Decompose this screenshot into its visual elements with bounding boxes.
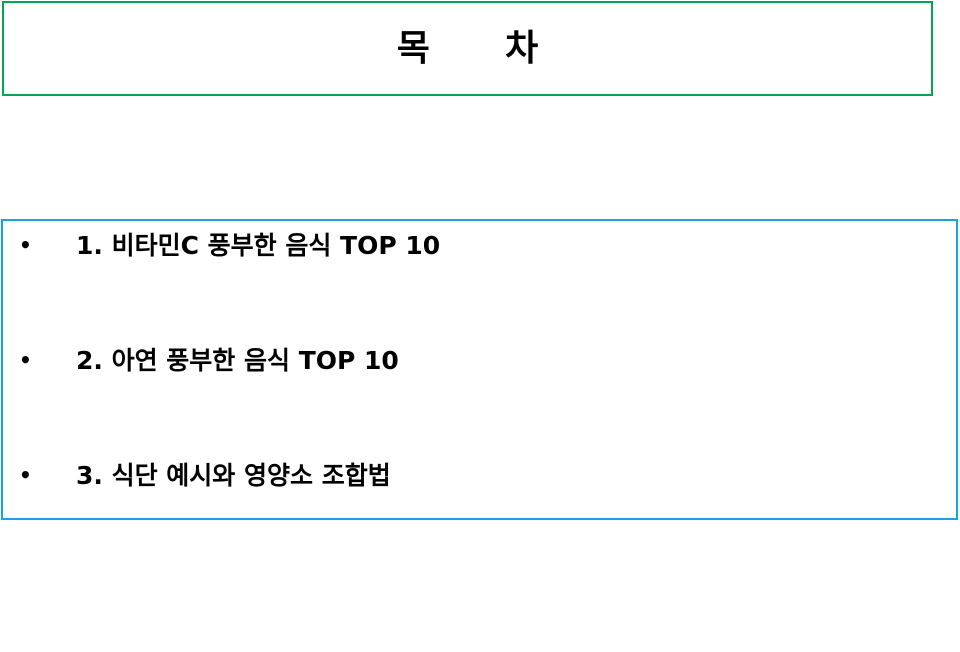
- page-title: 목 차: [396, 27, 539, 69]
- title-box: 목 차: [2, 1, 933, 96]
- toc-item-label: 3. 식단 예시와 영양소 조합법: [76, 460, 391, 490]
- toc-item-label: 2. 아연 풍부한 음식 TOP 10: [76, 345, 399, 375]
- toc-list: • 1. 비타민C 풍부한 음식 TOP 10 • 2. 아연 풍부한 음식 T…: [1, 219, 958, 520]
- bullet-icon: •: [19, 463, 32, 487]
- bullet-icon: •: [19, 348, 32, 372]
- bullet-icon: •: [19, 233, 32, 257]
- toc-item-label: 1. 비타민C 풍부한 음식 TOP 10: [76, 230, 441, 260]
